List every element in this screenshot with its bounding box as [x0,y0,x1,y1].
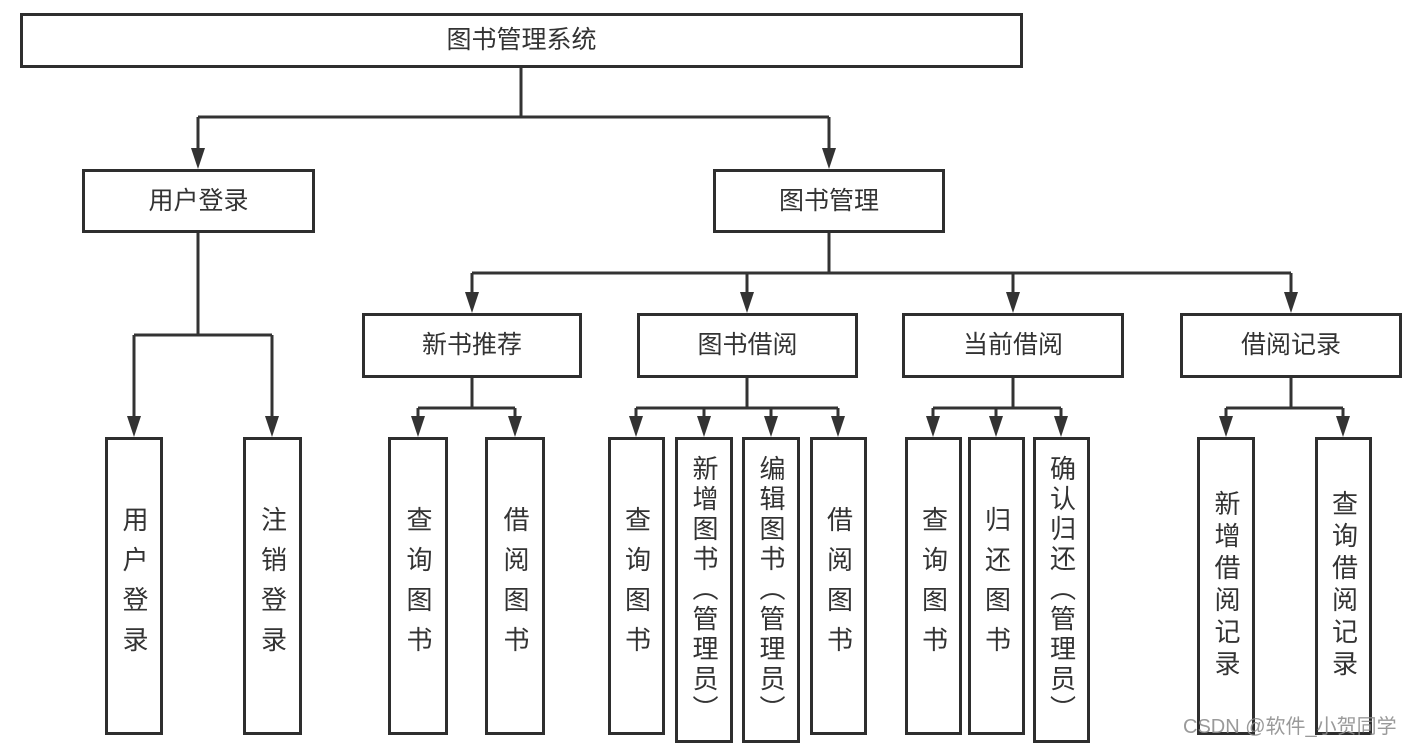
node-query-borrow-record: 查询借阅记录 [1315,437,1372,735]
node-borrowing-query-books: 查询图书 [608,437,665,735]
node-add-books-admin: 新增图书（管理员） [675,437,733,743]
node-book-borrowing: 图书借阅 [637,313,858,378]
node-confirm-return-admin: 确认归还（管理员） [1033,437,1090,743]
node-borrowing-records: 借阅记录 [1180,313,1402,378]
node-library-system: 图书管理系统 [20,13,1023,68]
node-user-login-leaf: 用户登录 [105,437,163,735]
csdn-watermark: CSDN @软件_小贺同学 [1183,716,1397,738]
node-borrowing-borrow-books: 借阅图书 [810,437,867,735]
node-edit-books-admin: 编辑图书（管理员） [742,437,800,743]
node-return-books: 归还图书 [968,437,1025,735]
node-add-borrow-record: 新增借阅记录 [1197,437,1255,735]
node-current-borrowing: 当前借阅 [902,313,1124,378]
node-current-query-books: 查询图书 [905,437,962,735]
node-user-login: 用户登录 [82,169,315,233]
node-recommend-borrow-books: 借阅图书 [485,437,545,735]
node-recommend-query-books: 查询图书 [388,437,448,735]
node-book-management: 图书管理 [713,169,945,233]
node-logout-leaf: 注销登录 [243,437,302,735]
node-new-book-recommend: 新书推荐 [362,313,582,378]
